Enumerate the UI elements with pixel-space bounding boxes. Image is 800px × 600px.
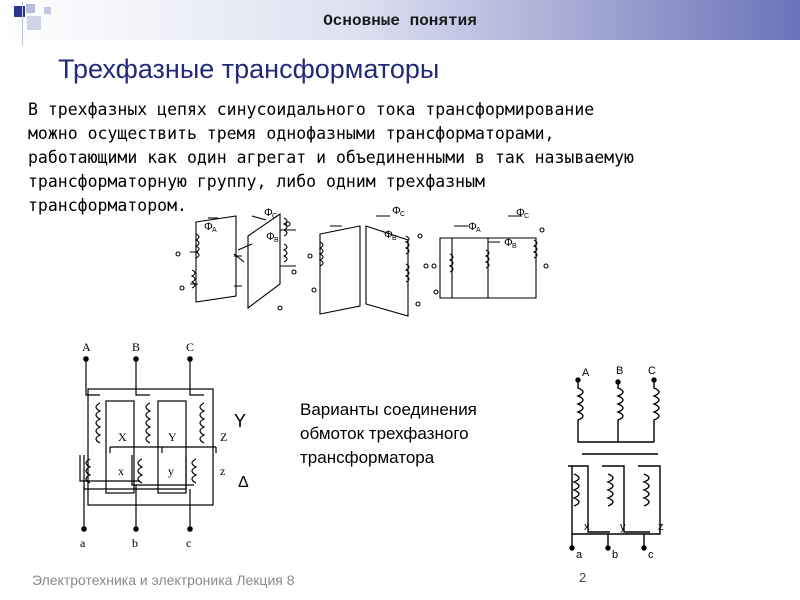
flux-label-15: Φ <box>504 237 513 249</box>
winding-x: x <box>118 464 124 478</box>
slide-body-text: В трехфазных цепях синусоидального тока … <box>28 100 634 215</box>
winding-z-right: z <box>658 521 664 533</box>
flux-label-2: A <box>212 227 217 234</box>
winding-Z: Z <box>220 430 227 444</box>
winding-y: y <box>168 464 174 478</box>
header-band <box>0 0 800 40</box>
flux-label-4: C <box>272 213 277 220</box>
decor-square-blue <box>14 6 25 17</box>
flux-label-7: Φ <box>392 205 401 217</box>
flux-label-12: A <box>476 227 481 234</box>
flux-label-11: Φ <box>468 221 477 233</box>
terminal-c-right: c <box>648 549 654 561</box>
flux-label-1: Φ <box>204 221 213 233</box>
terminal-b: b <box>132 536 138 550</box>
terminal-B: B <box>132 340 140 354</box>
winding-X: X <box>118 430 127 444</box>
slide-title: Трехфазные трансформаторы <box>58 54 440 84</box>
decor-square-small <box>44 7 51 14</box>
terminal-A-right: A <box>582 367 590 379</box>
decor-square-light <box>27 16 41 30</box>
decor-line <box>22 2 23 46</box>
page-number: 2 <box>579 570 587 585</box>
footer-course: Электротехника и электроника Лекция 8 <box>32 572 295 588</box>
section-title: Основные понятия <box>323 12 477 30</box>
flux-label-16: B <box>512 243 517 250</box>
connection-caption: Варианты соединения обмоток трехфазного … <box>300 400 477 467</box>
terminal-a: a <box>80 536 86 550</box>
terminal-A: A <box>82 340 91 354</box>
three-phase-transformer-schematic: A B C X Y Z x y z a b c Y Δ <box>79 340 249 550</box>
flux-label-8: C <box>400 211 405 218</box>
delta-symbol: Δ <box>238 474 249 491</box>
winding-z: z <box>220 464 225 478</box>
winding-Y: Y <box>168 430 177 444</box>
decor-square-grey <box>26 4 35 13</box>
flux-label-13: Φ <box>516 207 525 219</box>
terminal-C: C <box>186 340 194 354</box>
flux-label-3: Φ <box>264 207 273 219</box>
transformer-cores-diagram: Φ A Φ C Φ B Φ C Φ B Φ A Φ C Φ B <box>175 205 549 317</box>
star-delta-connection-diagram: A B C x y z a b c <box>568 365 664 561</box>
terminal-C-right: C <box>648 365 656 377</box>
flux-label-9: Φ <box>384 229 393 241</box>
terminal-b-right: b <box>612 549 618 561</box>
star-symbol: Y <box>234 411 246 431</box>
flux-label-6: B <box>274 237 279 244</box>
flux-label-14: C <box>524 213 529 220</box>
terminal-c: c <box>186 536 191 550</box>
winding-x-right: x <box>584 521 590 533</box>
flux-label-10: B <box>392 235 397 242</box>
terminal-a-right: a <box>576 549 583 561</box>
terminal-B-right: B <box>616 365 623 377</box>
winding-y-right: y <box>620 521 626 533</box>
flux-label-5: Φ <box>266 231 275 243</box>
